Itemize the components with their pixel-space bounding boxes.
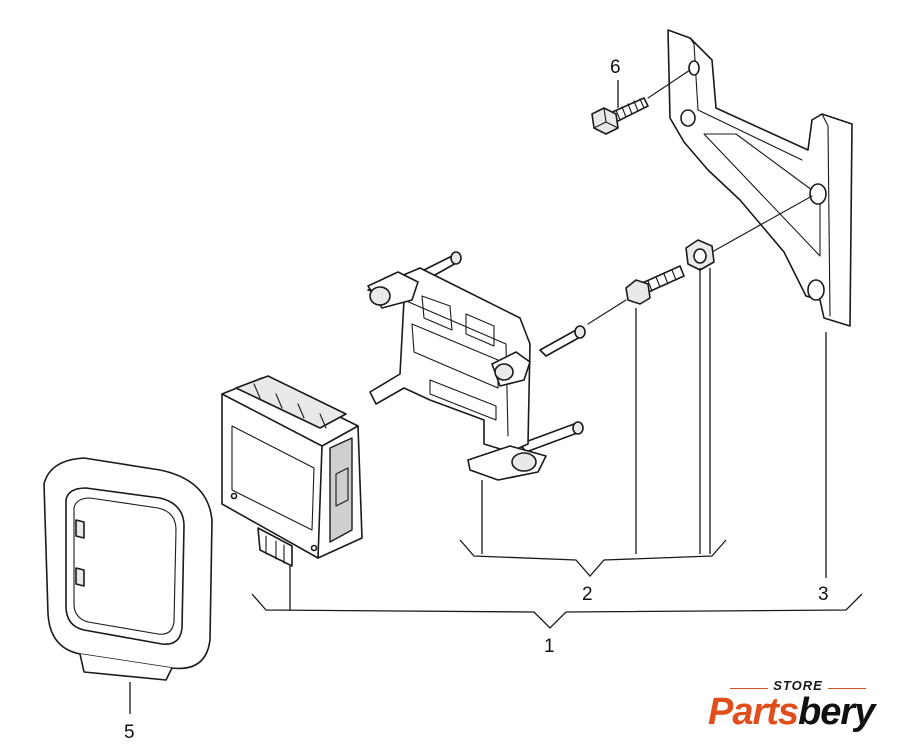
partsbery-store-logo: STORE Partsbery [708,676,883,738]
logo-rule-right [828,688,866,689]
callout-3: 3 [818,584,829,605]
control-module [221,375,363,567]
leader-lines [129,80,863,714]
callout-1: 1 [544,636,555,657]
mounting-bracket-part-3 [667,29,853,327]
logo-word-part1: Parts [708,691,799,733]
carrier-bracket-part-2 [367,251,586,481]
callout-2: 2 [582,584,593,605]
callout-5: 5 [124,722,135,743]
logo-rule-left [730,688,768,689]
cover-frame-part-5 [43,457,213,681]
callout-6: 6 [610,57,621,78]
callout-labels: 6 2 3 1 5 [124,57,829,743]
logo-word-part2: bery [798,691,875,733]
bolt-and-nut-middle [587,195,813,325]
logo-wordmark: Partsbery [708,690,875,734]
logo-store-text: STORE [773,678,823,693]
bolt-part-6 [591,69,691,135]
